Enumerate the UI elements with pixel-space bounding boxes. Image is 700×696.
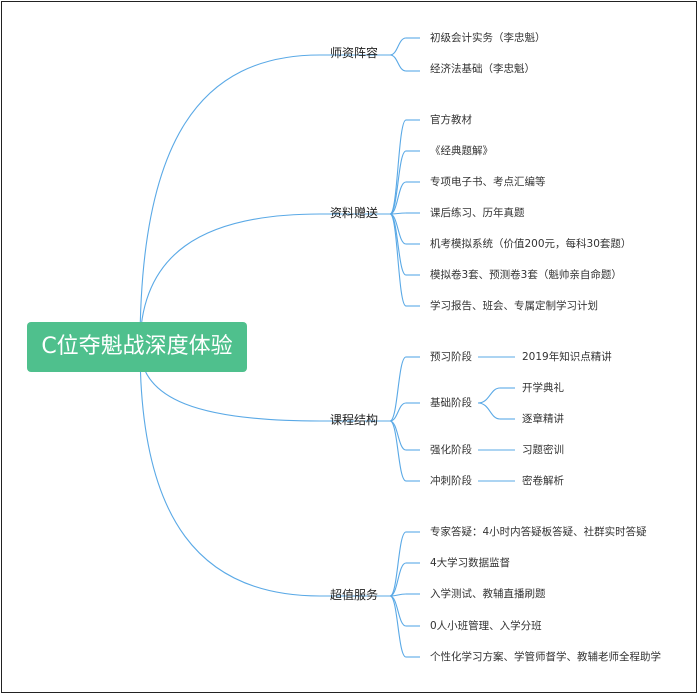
stage-label: 基础阶段 bbox=[430, 397, 472, 409]
branch-services: 超值服务 bbox=[330, 588, 379, 602]
service-item: 0人小班管理、入学分班 bbox=[430, 620, 542, 632]
material-item: 学习报告、班会、专属定制学习计划 bbox=[430, 300, 598, 312]
branch-structure: 课程结构 bbox=[330, 413, 379, 427]
material-item: 专项电子书、考点汇编等 bbox=[430, 176, 546, 188]
connector-root-teachers bbox=[139, 54, 321, 348]
service-item: 入学测试、教辅直播刷题 bbox=[430, 588, 546, 600]
stage-label: 预习阶段 bbox=[430, 351, 472, 363]
teacher-item: 经济法基础（李忠魁） bbox=[430, 63, 535, 75]
service-item: 专家答疑：4小时内答疑板答疑、社群实时答疑 bbox=[430, 526, 647, 538]
connector-root-services bbox=[139, 346, 321, 597]
stage-item: 习题密训 bbox=[522, 444, 564, 456]
root-node: C位夺魁战深度体验 bbox=[27, 322, 247, 372]
material-item: 机考模拟系统（价值200元，每科30套题） bbox=[430, 238, 632, 250]
service-item: 个性化学习方案、学管师督学、教辅老师全程助学 bbox=[430, 651, 661, 663]
material-item: 《经典题解》 bbox=[430, 145, 493, 157]
material-item: 模拟卷3套、预测卷3套（魁帅亲自命题） bbox=[430, 269, 622, 281]
stage-item: 逐章精讲 bbox=[522, 413, 564, 425]
connector-root-materials bbox=[139, 213, 321, 348]
stage-item: 2019年知识点精讲 bbox=[522, 351, 612, 363]
stage-item: 开学典礼 bbox=[522, 382, 564, 394]
stage-label: 冲刺阶段 bbox=[430, 475, 472, 487]
stage-item: 密卷解析 bbox=[522, 475, 564, 487]
service-item: 4大学习数据监督 bbox=[430, 557, 511, 569]
material-item: 课后练习、历年真题 bbox=[430, 207, 525, 219]
teacher-item: 初级会计实务（李忠魁） bbox=[430, 32, 546, 44]
branch-teachers: 师资阵容 bbox=[330, 46, 379, 60]
stage-label: 强化阶段 bbox=[430, 444, 472, 456]
branch-materials: 资料赠送 bbox=[330, 206, 379, 220]
material-item: 官方教材 bbox=[430, 114, 472, 126]
